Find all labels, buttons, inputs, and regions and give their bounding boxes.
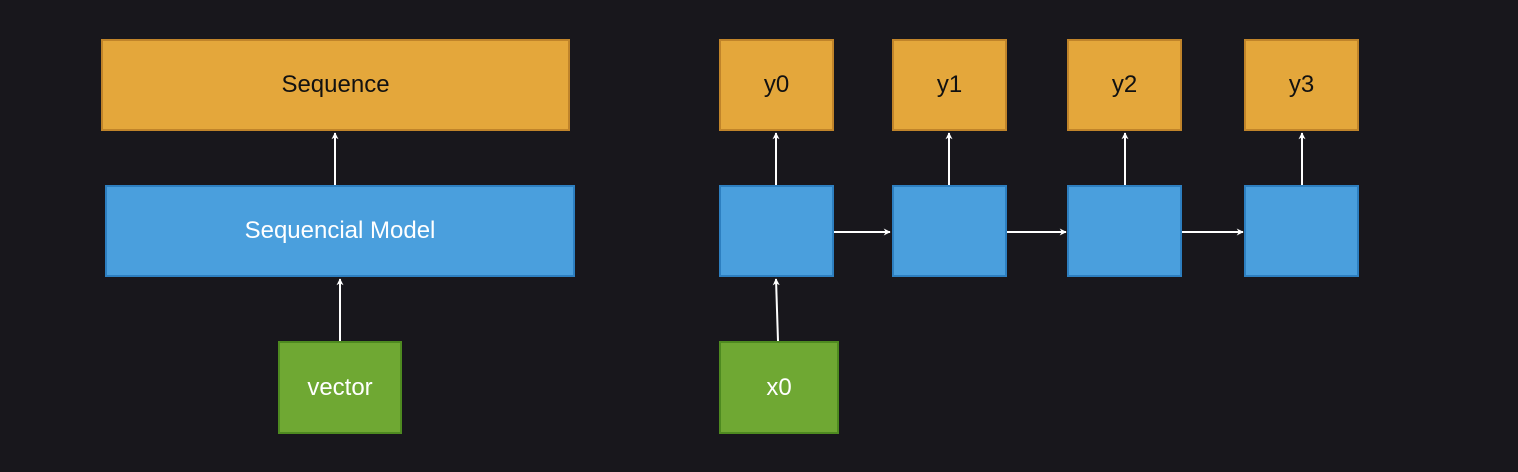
vector-label: vector — [307, 373, 373, 401]
sequential-model-box: Sequencial Model — [105, 185, 575, 277]
output-label-y3: y3 — [1288, 71, 1315, 98]
x0-label: x0 — [766, 373, 792, 401]
vector-box: vector — [278, 341, 402, 434]
rnn-cell-2 — [1067, 185, 1182, 277]
output-label-y0: y0 — [763, 71, 790, 98]
rnn-cell-1 — [892, 185, 1007, 277]
rnn-cell-0 — [719, 185, 834, 277]
x0-box: x0 — [719, 341, 839, 434]
sequence-label: Sequence — [281, 71, 390, 98]
rnn-cell-3 — [1244, 185, 1359, 277]
sequential-model-label: Sequencial Model — [244, 217, 436, 244]
output-box-y0: y0 — [719, 39, 834, 131]
output-box-y3: y3 — [1244, 39, 1359, 131]
output-label-y1: y1 — [936, 71, 963, 98]
arrow-x0-to-cell0 — [772, 278, 780, 342]
output-box-y1: y1 — [892, 39, 1007, 131]
sequence-box: Sequence — [101, 39, 570, 131]
output-box-y2: y2 — [1067, 39, 1182, 131]
output-label-y2: y2 — [1111, 71, 1138, 98]
